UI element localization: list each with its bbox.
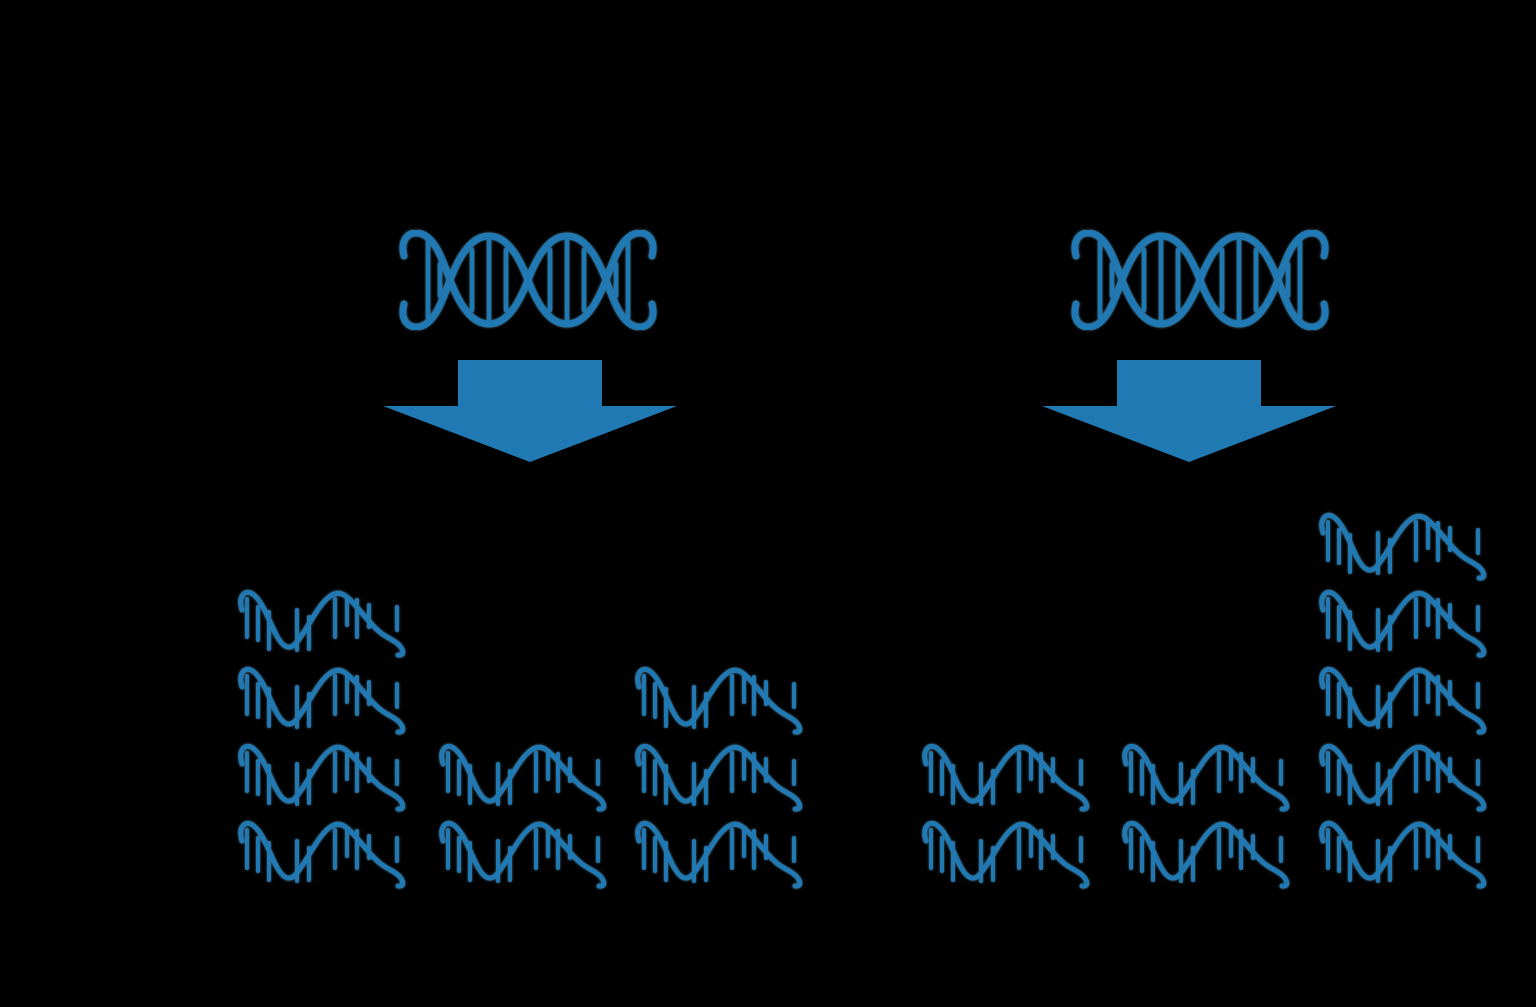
mrna-transcript-column [1121,741,1293,890]
mrna-strand-icon [237,587,409,659]
mrna-strand-icon [237,741,409,813]
mrna-strand-icon [237,664,409,736]
mrna-strand-icon [237,818,409,890]
dna-double-helix-icon [398,230,658,330]
mrna-strand-icon [1121,818,1293,890]
mrna-strand-icon [1318,587,1490,659]
mrna-transcript-column [237,587,409,890]
mrna-transcript-column [634,664,806,890]
mrna-transcript-column [438,741,610,890]
mrna-strand-icon [1121,741,1293,813]
down-block-arrow-icon [383,360,677,462]
mrna-strand-icon [634,664,806,736]
mrna-strand-icon [921,818,1093,890]
mrna-strand-icon [438,818,610,890]
dna-double-helix-icon [1070,230,1330,330]
mrna-strand-icon [634,741,806,813]
mrna-strand-icon [438,741,610,813]
mrna-strand-icon [1318,510,1490,582]
mrna-transcript-column [1318,510,1490,890]
mrna-strand-icon [1318,818,1490,890]
mrna-strand-icon [634,818,806,890]
down-block-arrow-icon [1042,360,1336,462]
mrna-strand-icon [921,741,1093,813]
mrna-strand-icon [1318,664,1490,736]
mrna-transcript-column [921,741,1093,890]
mrna-strand-icon [1318,741,1490,813]
